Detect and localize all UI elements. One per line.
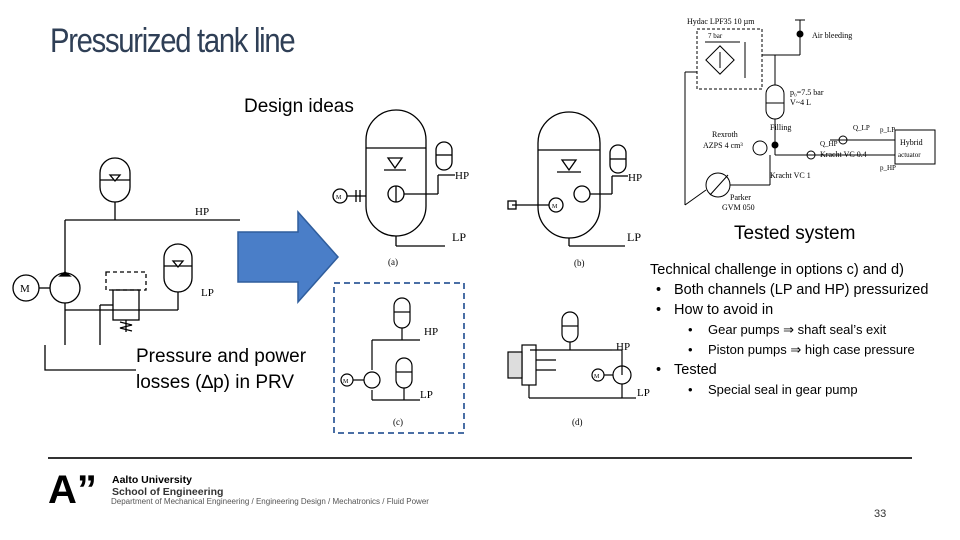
prv-losses-line2: losses (∆p) in PRV [136,372,295,393]
option-b-diagram [507,111,628,247]
aalto-logo-icon: A” [48,468,97,512]
option-c-lp-label: LP [420,389,433,401]
option-d-motor-label: M [594,374,600,380]
design-ideas-label: Design ideas [244,96,354,117]
gvm-label: GVM 050 [722,203,755,212]
prv-losses-text: Pressure and power losses (∆p) in PRV [136,344,307,396]
actuator-label: actuator [898,151,921,159]
challenge-sub-2: Piston pumps ⇒ high case pressure [650,340,955,360]
transition-arrow [237,210,340,304]
option-b-hp-label: HP [628,172,642,184]
option-b-motor-label: M [552,204,558,210]
option-a-hp-label: HP [455,170,469,182]
option-c-diagram [340,297,420,401]
university-name: Aalto University [112,474,192,486]
option-a-lp-label: LP [452,230,466,244]
left-lp-label: LP [201,287,214,299]
pump-icon [49,272,81,304]
challenge-bullet-3: Tested [650,360,955,380]
hybrid-label: Hybrid [900,138,923,147]
option-d-hp-label: HP [616,341,630,353]
challenge-bullet-2: How to avoid in [650,300,955,320]
option-d-lp-label: LP [637,387,650,399]
left-hp-label: HP [195,206,209,218]
option-b-caption: (b) [574,258,585,268]
hydac-label: Hydac LPF35 10 µm [687,17,755,26]
kracht04-label: Kracht VC 0.4 [820,150,867,159]
p-hp-label: p_HP [880,164,896,172]
footer-divider [48,457,912,459]
school-name: School of Engineering [112,486,224,498]
option-c-caption: (c) [393,417,403,427]
option-c-hp-label: HP [424,326,438,338]
p-lp-label: p_LP [880,126,895,134]
v4-label: V~4 L [790,98,811,107]
option-a-diagram [332,109,455,247]
option-b-lp-label: LP [627,230,641,244]
q-hp-label: Q_HP [820,140,838,148]
option-a-motor-label: M [336,195,342,201]
air-bleeding-label: Air bleeding [812,31,852,40]
option-d-diagram [507,311,636,399]
q-lp-label: Q_LP [853,124,870,132]
challenge-sub-3: Special seal in gear pump [650,380,955,400]
challenge-sub-1: Gear pumps ⇒ shaft seal’s exit [650,320,955,340]
tested-system-diagram [684,19,936,206]
rexroth-label: Rexroth [712,130,738,139]
left-system-diagram [12,157,240,371]
prv-valve [112,289,140,321]
p0-label: p₀=7.5 bar [790,88,824,97]
tested-system-label: Tested system [734,223,856,244]
challenge-bullet-1: Both channels (LP and HP) pressurized [650,280,955,300]
left-motor-label: M [20,283,30,295]
azps-label: AZPS 4 cm³ [703,141,743,150]
filling-label: Filling [770,123,791,132]
seven-bar-label: 7 bar [708,32,723,40]
page-number: 33 [874,508,887,520]
challenge-heading: Technical challenge in options c) and d) [650,262,904,278]
option-c-highlight-box [333,282,465,434]
kracht1-label: Kracht VC 1 [770,171,811,180]
option-d-caption: (d) [572,417,583,427]
parker-label: Parker [730,193,751,202]
slide-title: Pressurized tank line [50,22,296,60]
technical-challenge-list: Technical challenge in options c) and d)… [650,260,955,400]
prv-losses-line1: Pressure and power [136,346,307,367]
option-a-caption: (a) [388,257,398,267]
department-text: Department of Mechanical Engineering / E… [111,497,429,506]
option-c-motor-label: M [343,379,349,385]
